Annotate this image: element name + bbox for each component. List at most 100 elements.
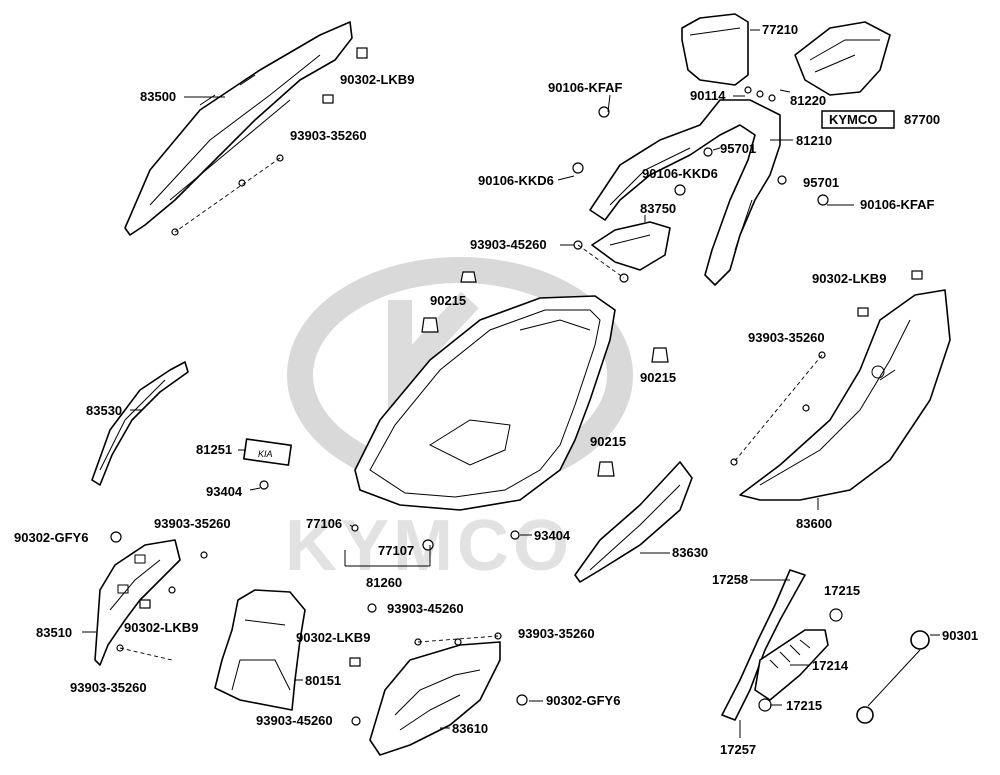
part-hose-assembly	[721, 569, 930, 724]
nut-icon	[651, 347, 669, 363]
nut-icon	[597, 461, 615, 477]
label-90302-lkb9-low: 90302-LKB9	[124, 620, 198, 635]
label-93404-b: 93404	[534, 528, 571, 543]
label-83600: 83600	[796, 516, 832, 531]
part-83510-inner-panel	[94, 539, 181, 666]
label-77106: 77106	[306, 516, 342, 531]
bolt-icon	[817, 194, 829, 206]
label-93903-45260: 93903-45260	[470, 237, 547, 252]
bolt-icon	[598, 106, 610, 118]
label-83510: 83510	[36, 625, 72, 640]
label-81260: 81260	[366, 575, 402, 590]
label-93903-35260-left: 93903-35260	[154, 516, 231, 531]
bolt-icon	[572, 162, 584, 174]
label-90215-a: 90215	[430, 293, 466, 308]
label-90106-kkd6: 90106-KKD6	[478, 173, 554, 188]
label-83750: 83750	[640, 201, 676, 216]
part-83530-strip	[91, 361, 189, 486]
label-90302-gfy6-right: 90302-GFY6	[546, 693, 620, 708]
clip-icon	[356, 47, 368, 59]
label-90302-lkb9-box: 90302-LKB9	[296, 630, 370, 645]
label-77107: 77107	[378, 543, 414, 558]
label-93903-35260-bl: 93903-35260	[70, 680, 147, 695]
label-90302-lkb9: 90302-LKB9	[340, 72, 414, 87]
label-90106-kkd6-mid: 90106-KKD6	[642, 166, 718, 181]
label-77210: 77210	[762, 22, 798, 37]
part-87700-badge: KYMCO	[821, 110, 895, 129]
label-93903-35260: 93903-35260	[290, 128, 367, 143]
screw-icon	[454, 638, 462, 646]
nut-icon	[460, 271, 477, 283]
label-80151: 80151	[305, 673, 341, 688]
clip-icon	[139, 599, 151, 609]
part-77210-backrest	[681, 13, 749, 86]
clip-icon	[857, 307, 869, 317]
part-83750-cover	[591, 221, 671, 271]
screw-icon	[168, 586, 176, 594]
bolt-icon	[516, 694, 528, 706]
part-luggage-box	[354, 295, 616, 511]
label-90302-gfy6: 90302-GFY6	[14, 530, 88, 545]
screw-icon	[510, 530, 520, 540]
screw-icon	[351, 716, 361, 726]
hardware	[110, 47, 923, 726]
washer-icon	[777, 175, 787, 185]
label-83630: 83630	[672, 545, 708, 560]
label-90301: 90301	[942, 628, 978, 643]
label-83610: 83610	[452, 721, 488, 736]
bolt-icon	[674, 184, 686, 196]
part-80151-front-inner	[214, 589, 306, 711]
label-81220: 81220	[790, 93, 826, 108]
part-81220-carrier	[794, 21, 891, 96]
screw-icon	[259, 480, 269, 490]
screw-icon	[367, 603, 377, 613]
label-90106-kfaf-right: 90106-KFAF	[860, 197, 934, 212]
clip-icon	[322, 94, 334, 104]
part-labels: 77210 90106-KFAF 90114 81220 83500 90302…	[14, 22, 978, 757]
label-81210: 81210	[796, 133, 832, 148]
clamp-icon	[829, 608, 843, 622]
badge-outline	[821, 110, 895, 129]
part-81251-emblem: KIA	[243, 438, 292, 466]
label-90302-lkb9-right: 90302-LKB9	[812, 271, 886, 286]
label-87700: 87700	[904, 112, 940, 127]
part-83610-lower-cover	[369, 641, 501, 756]
label-93903-45260-low: 93903-45260	[387, 601, 464, 616]
screw-icon	[802, 404, 810, 412]
label-93903-35260-right: 93903-35260	[748, 330, 825, 345]
part-83630-strip	[574, 461, 693, 583]
label-83530: 83530	[86, 403, 122, 418]
nut-icon	[421, 317, 439, 333]
label-17215-a: 17215	[824, 583, 860, 598]
leader-lines	[82, 29, 940, 738]
label-95701: 95701	[720, 141, 756, 156]
label-90114: 90114	[690, 88, 726, 103]
label-93903-45260-bot: 93903-45260	[256, 713, 333, 728]
label-17215-b: 17215	[786, 698, 822, 713]
badge-text: KYMCO	[829, 112, 877, 127]
label-17214: 17214	[812, 658, 849, 673]
label-90215-b: 90215	[640, 370, 676, 385]
part-81210-grab-rail	[589, 99, 781, 286]
bolt-icon	[422, 539, 434, 551]
label-95701-b: 95701	[803, 175, 839, 190]
part-83600-side-cover	[739, 289, 951, 501]
label-90106-kfaf: 90106-KFAF	[548, 80, 622, 95]
clip-icon	[911, 270, 923, 280]
clip-icon	[349, 657, 361, 667]
label-83500: 83500	[140, 89, 176, 104]
washer-icon	[703, 147, 713, 157]
label-90215-c: 90215	[590, 434, 626, 449]
bolt-icon	[110, 531, 122, 543]
label-93903-35260-mid: 93903-35260	[518, 626, 595, 641]
clamp-icon	[758, 698, 772, 712]
screw-icon	[200, 551, 208, 559]
label-17257: 17257	[720, 742, 756, 757]
emblem-text: KIA	[258, 449, 273, 459]
label-81251: 81251	[196, 442, 232, 457]
screw-icon	[351, 524, 359, 532]
label-17258: 17258	[712, 572, 748, 587]
label-93404: 93404	[206, 484, 243, 499]
